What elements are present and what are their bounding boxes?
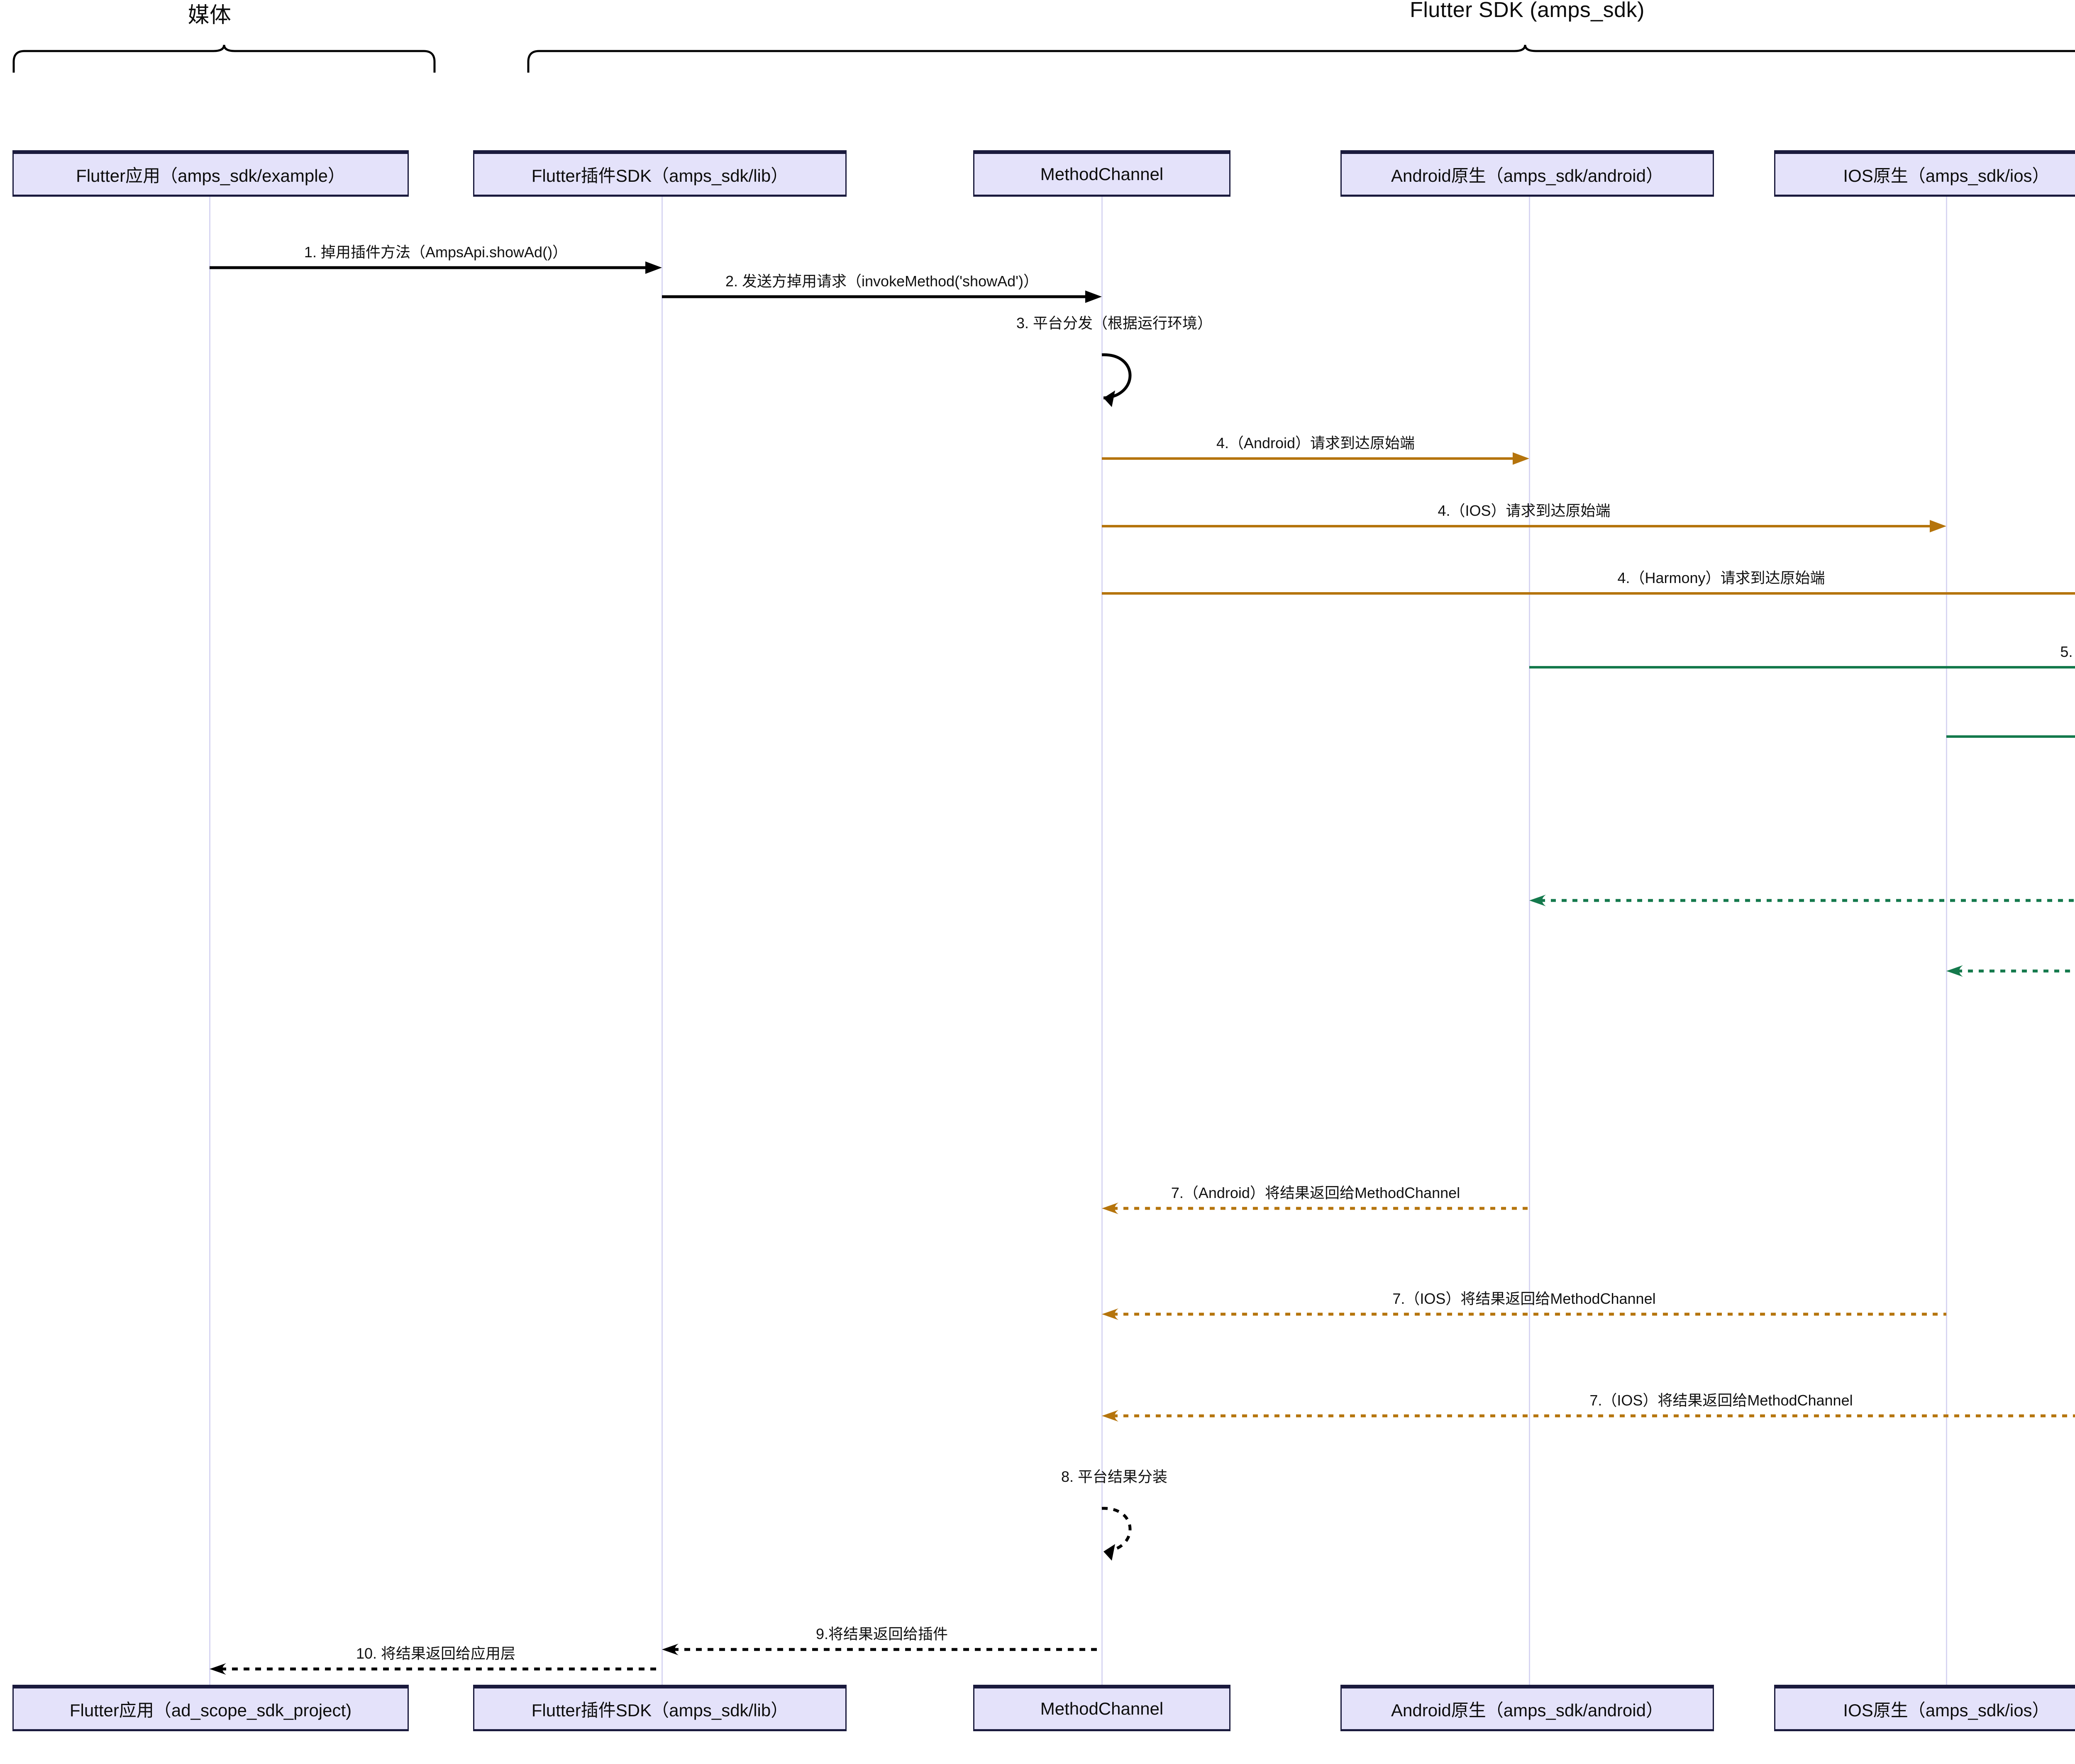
participant-label-top-ios: IOS原生（amps_sdk/ios） xyxy=(1843,166,2050,185)
participant-label-bottom-ios: IOS原生（amps_sdk/ios） xyxy=(1843,1700,2050,1720)
message-arrow-4a xyxy=(1102,452,1529,465)
lifeline-plugin xyxy=(662,197,663,1685)
arrowhead xyxy=(645,261,662,274)
arrowhead xyxy=(1513,452,1529,465)
participant-box-top-app[interactable]: Flutter应用（amps_sdk/example） xyxy=(12,150,409,197)
message-label-3: 3. 平台分发（根据运行环境） xyxy=(1016,315,1213,332)
participant-box-top-ios[interactable]: IOS原生（amps_sdk/ios） xyxy=(1774,150,2075,197)
arrowhead xyxy=(1103,1544,1115,1561)
message-label-6b: 6.（IOS）返回执行结果 xyxy=(1946,944,2075,965)
message-label-8: 8. 平台结果分装 xyxy=(1061,1468,1168,1485)
participant-box-bottom-channel[interactable]: MethodChannel xyxy=(973,1685,1230,1731)
arrowhead xyxy=(1103,390,1115,407)
participant-box-top-android[interactable]: Android原生（amps_sdk/android） xyxy=(1340,150,1714,197)
participant-label-top-plugin: Flutter插件SDK（amps_sdk/lib） xyxy=(531,166,788,185)
lifeline-channel xyxy=(1101,197,1103,1685)
participant-label-top-app: Flutter应用（amps_sdk/example） xyxy=(76,166,345,185)
participant-box-top-plugin[interactable]: Flutter插件SDK（amps_sdk/lib） xyxy=(473,150,847,197)
message-arrow-4b xyxy=(1102,520,1946,532)
arrowhead xyxy=(1102,1308,1118,1320)
participant-box-bottom-android[interactable]: Android原生（amps_sdk/android） xyxy=(1340,1685,1714,1731)
message-arrow-5a xyxy=(1529,666,2075,669)
message-arrow-7a xyxy=(1102,1203,1529,1214)
participant-box-bottom-plugin[interactable]: Flutter插件SDK（amps_sdk/lib） xyxy=(473,1685,847,1731)
message-label-5a: 5.（Android）调用原生SDK方法 xyxy=(2060,643,2075,660)
participant-label-bottom-android: Android原生（amps_sdk/android） xyxy=(1391,1700,1663,1720)
message-arrow-6a xyxy=(1529,895,2075,906)
message-arrow-10 xyxy=(210,1663,662,1675)
message-label-1: 1. 掉用插件方法（AmpsApi.showAd()） xyxy=(304,244,568,261)
message-label-9: 9.将结果返回给插件 xyxy=(815,1625,948,1642)
group-brace-flutter_sdk xyxy=(527,44,2075,73)
participant-box-bottom-app[interactable]: Flutter应用（ad_scope_sdk_project) xyxy=(12,1685,409,1731)
message-arrow-6b xyxy=(1946,965,2075,977)
message-label-7c: 7.（IOS）将结果返回给MethodChannel xyxy=(1589,1392,1853,1409)
participant-label-bottom-channel: MethodChannel xyxy=(1040,1699,1164,1718)
message-arrow-2 xyxy=(662,290,1102,303)
lifeline-ios xyxy=(1946,197,1947,1685)
message-arrow-7b xyxy=(1102,1308,1946,1320)
message-label-5b: 5.（IOS）调用原生SDK方法 xyxy=(1946,709,2075,731)
participant-box-top-channel[interactable]: MethodChannel xyxy=(973,150,1230,197)
arrowhead xyxy=(1085,290,1102,303)
message-label-6a: 6.（Android）返回执行结果 xyxy=(1529,873,2075,895)
message-label-7b: 7.（IOS）将结果返回给MethodChannel xyxy=(1392,1290,1656,1307)
participant-box-bottom-ios[interactable]: IOS原生（amps_sdk/ios） xyxy=(1774,1685,2075,1731)
arrowhead xyxy=(210,1663,226,1675)
participant-label-bottom-plugin: Flutter插件SDK（amps_sdk/lib） xyxy=(531,1700,788,1720)
message-label-7a: 7.（Android）将结果返回给MethodChannel xyxy=(1171,1184,1460,1201)
message-arrow-7c xyxy=(1102,1410,2075,1422)
lifeline-app xyxy=(209,197,210,1685)
message-label-10: 10. 将结果返回给应用层 xyxy=(356,1645,516,1662)
participant-label-top-android: Android原生（amps_sdk/android） xyxy=(1391,166,1663,185)
message-selfloop-8 xyxy=(1101,1507,1132,1561)
arrowhead xyxy=(1930,520,1946,532)
message-arrow-9 xyxy=(662,1644,1102,1655)
message-label-4b: 4.（IOS）请求到达原始端 xyxy=(1438,502,1611,519)
arrowhead xyxy=(662,1644,679,1655)
message-label-4a: 4.（Android）请求到达原始端 xyxy=(1216,434,1415,451)
group-title-media: 媒体 xyxy=(188,3,232,27)
lifeline-android xyxy=(1529,197,1530,1685)
message-label-2: 2. 发送方掉用请求（invokeMethod('showAd')） xyxy=(725,273,1038,290)
message-arrow-4c xyxy=(1102,592,2075,595)
participant-label-bottom-app: Flutter应用（ad_scope_sdk_project) xyxy=(69,1700,352,1720)
message-label-4c: 4.（Harmony）请求到达原始端 xyxy=(1617,569,1825,586)
participant-label-top-channel: MethodChannel xyxy=(1040,164,1164,184)
message-arrow-1 xyxy=(210,261,662,274)
message-selfloop-3 xyxy=(1101,353,1132,407)
arrowhead xyxy=(1946,965,1963,977)
group-title-flutter_sdk: Flutter SDK (amps_sdk) xyxy=(1410,0,1645,22)
arrowhead xyxy=(1529,895,1546,906)
group-brace-media xyxy=(12,44,436,73)
arrowhead xyxy=(1102,1410,1118,1422)
arrowhead xyxy=(1102,1203,1118,1214)
